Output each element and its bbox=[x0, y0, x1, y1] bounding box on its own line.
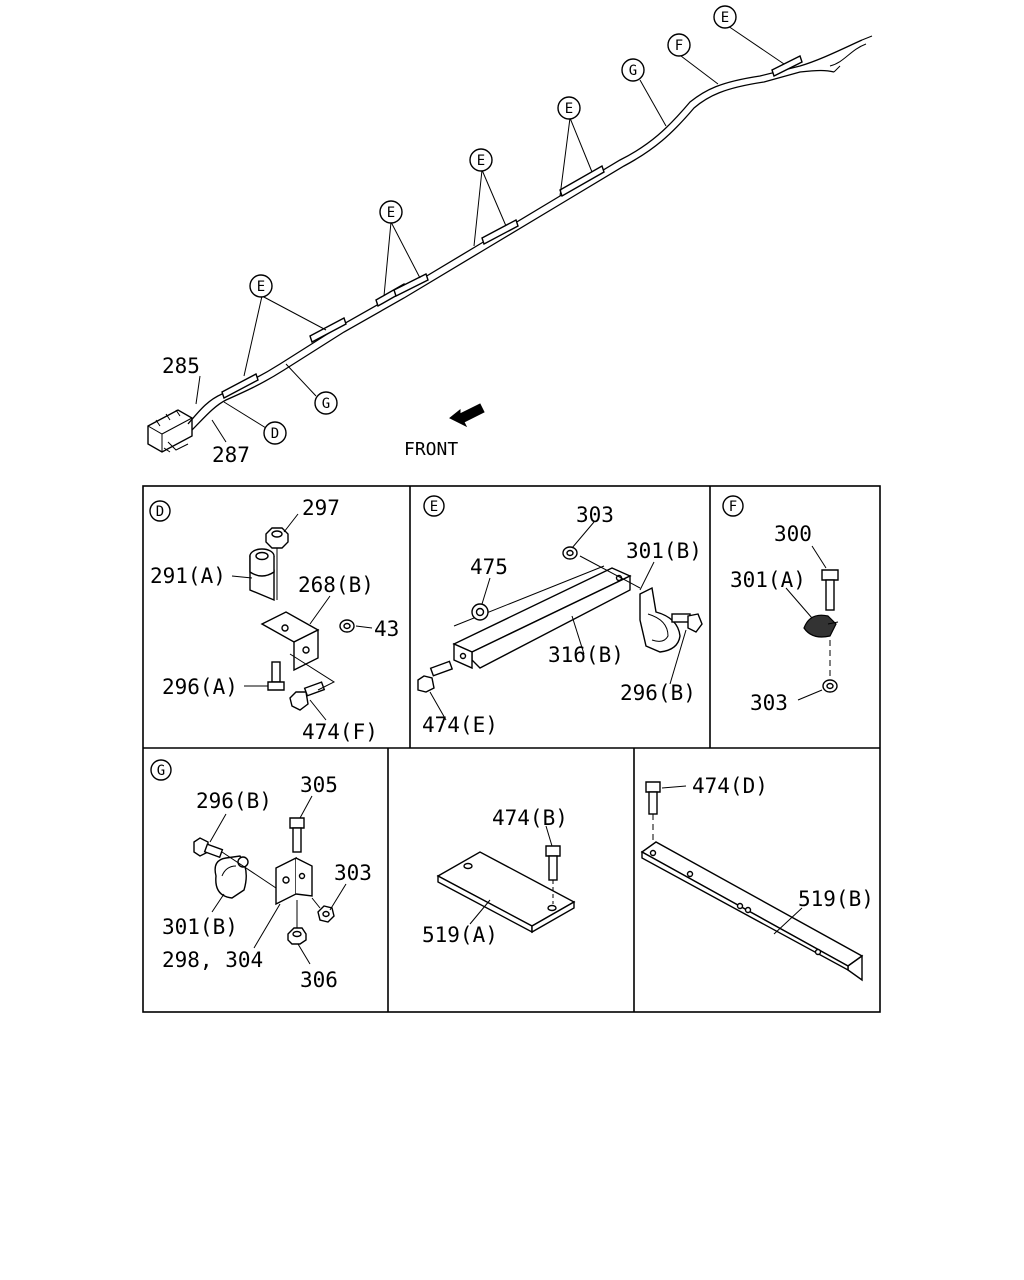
bolt-474f bbox=[289, 681, 326, 711]
bracket-316b bbox=[452, 567, 632, 670]
callout-g-top: G bbox=[621, 58, 645, 82]
label-301a-f: 301(A) bbox=[730, 568, 806, 592]
svg-text:E: E bbox=[257, 279, 265, 295]
label-301b-e: 301(B) bbox=[626, 539, 702, 563]
callout-d: D bbox=[263, 421, 287, 445]
bolt-474b bbox=[545, 845, 561, 881]
bracket-268b bbox=[260, 611, 320, 672]
label-519b: 519(B) bbox=[798, 887, 874, 911]
plate-519a bbox=[436, 851, 576, 934]
washer-475 bbox=[471, 603, 489, 621]
callout-e-2: E bbox=[379, 200, 403, 224]
svg-text:G: G bbox=[322, 396, 330, 412]
bolt-296a bbox=[267, 661, 285, 691]
label-296b-g: 296(B) bbox=[196, 789, 272, 813]
label-303-e: 303 bbox=[576, 503, 614, 527]
label-296b-e: 296(B) bbox=[620, 681, 696, 705]
nut-306 bbox=[287, 927, 307, 945]
nut-303-e bbox=[562, 546, 578, 560]
svg-text:G: G bbox=[157, 763, 165, 779]
panel-d: D bbox=[149, 496, 399, 744]
callout-e-4: E bbox=[557, 96, 581, 120]
svg-text:E: E bbox=[387, 205, 395, 221]
clip-301b-e bbox=[639, 586, 681, 653]
washer-43 bbox=[339, 619, 355, 633]
panel-e: E bbox=[417, 495, 703, 737]
label-474d: 474(D) bbox=[692, 774, 768, 798]
bolt-296b-e bbox=[671, 613, 703, 633]
label-303-g: 303 bbox=[334, 861, 372, 885]
label-298-304: 298, 304 bbox=[162, 948, 263, 972]
panel-g-tag: G bbox=[150, 759, 172, 781]
label-285: 285 bbox=[162, 354, 200, 378]
detail-grid bbox=[142, 485, 881, 1013]
label-474f: 474(F) bbox=[302, 720, 378, 744]
bracket-519b bbox=[640, 841, 864, 982]
callout-g-bottom: G bbox=[314, 391, 338, 415]
bolt-296b-g bbox=[193, 837, 224, 859]
panel-f: F 300 301(A) 303 bbox=[722, 495, 839, 715]
clip-301a-f bbox=[803, 614, 839, 638]
svg-text:G: G bbox=[629, 63, 637, 79]
clip-291a bbox=[249, 548, 275, 602]
callout-e-1: E bbox=[249, 274, 273, 298]
front-arrow-icon bbox=[449, 403, 485, 428]
svg-text:E: E bbox=[565, 101, 573, 117]
label-291a: 291(A) bbox=[150, 564, 226, 588]
harness-connector bbox=[147, 409, 193, 453]
label-43: 43 bbox=[374, 617, 399, 641]
callout-e-3: E bbox=[469, 148, 493, 172]
harness-clips bbox=[221, 55, 803, 400]
bolt-474e bbox=[417, 660, 454, 693]
front-label: FRONT bbox=[404, 439, 458, 460]
callout-e-5: E bbox=[713, 5, 737, 29]
svg-text:E: E bbox=[430, 499, 438, 515]
clip-301b-g bbox=[214, 855, 249, 899]
label-301b-g: 301(B) bbox=[162, 915, 238, 939]
panel-d-tag: D bbox=[149, 500, 171, 522]
bolt-474d bbox=[645, 781, 661, 815]
nut-303-g bbox=[317, 905, 335, 923]
panel-g: G bbox=[150, 759, 372, 992]
callout-f: F bbox=[667, 33, 691, 57]
bolt-300 bbox=[821, 569, 839, 611]
panel-f-tag: F bbox=[722, 495, 744, 517]
label-297: 297 bbox=[302, 496, 340, 520]
label-475: 475 bbox=[470, 555, 508, 579]
panel-e-tag: E bbox=[423, 495, 445, 517]
panel-519a: 474(B) 519(A) bbox=[422, 806, 576, 947]
label-306: 306 bbox=[300, 968, 338, 992]
label-287: 287 bbox=[212, 443, 250, 467]
svg-text:E: E bbox=[721, 10, 729, 26]
label-519a: 519(A) bbox=[422, 923, 498, 947]
bracket-298-304 bbox=[275, 856, 313, 906]
bolt-305 bbox=[289, 817, 305, 853]
panel-519b: 474(D) 519(B) bbox=[640, 774, 874, 982]
label-268b: 268(B) bbox=[298, 573, 374, 597]
svg-text:F: F bbox=[675, 38, 683, 54]
svg-text:E: E bbox=[477, 153, 485, 169]
nut-303-f bbox=[822, 679, 838, 693]
label-296a: 296(A) bbox=[162, 675, 238, 699]
svg-text:D: D bbox=[156, 504, 164, 520]
nut-297 bbox=[265, 527, 289, 549]
label-305: 305 bbox=[300, 773, 338, 797]
label-303-f: 303 bbox=[750, 691, 788, 715]
label-474e: 474(E) bbox=[422, 713, 498, 737]
svg-text:F: F bbox=[729, 499, 737, 515]
label-300: 300 bbox=[774, 522, 812, 546]
svg-text:D: D bbox=[271, 426, 279, 442]
harness-overview: E E E E G F E G D 285 287 FRONT bbox=[147, 5, 873, 467]
label-316b: 316(B) bbox=[548, 643, 624, 667]
label-474b: 474(B) bbox=[492, 806, 568, 830]
